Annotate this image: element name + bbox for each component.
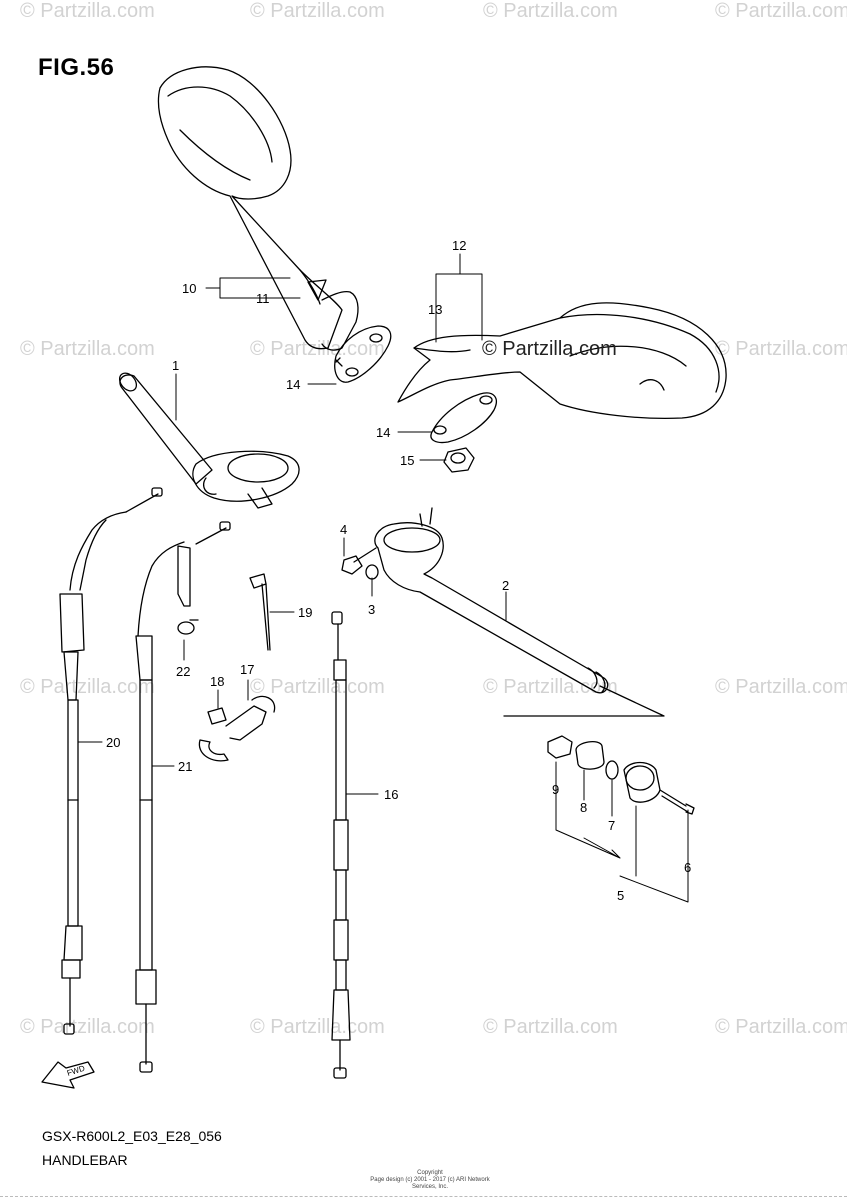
callout-7: 7	[608, 818, 615, 833]
right-mirror-icon	[397, 302, 727, 420]
callout-2: 2	[502, 578, 509, 593]
bottom-border	[0, 1196, 847, 1197]
left-mirror-icon	[157, 66, 359, 351]
footer-copyright: Copyright Page design (c) 2001 - 2017 (c…	[370, 1170, 490, 1190]
callout-15: 15	[400, 453, 414, 468]
callout-21: 21	[178, 759, 192, 774]
cable-bracket-icon	[198, 695, 276, 762]
callout-5: 5	[617, 888, 624, 903]
watermark-text: © Partzilla.com	[715, 0, 847, 22]
center-watermark: © Partzilla.com	[482, 338, 617, 360]
callout-9: 9	[552, 782, 559, 797]
callout-18: 18	[210, 674, 224, 689]
watermark-text: © Partzilla.com	[715, 338, 847, 360]
callout-20: 20	[106, 735, 120, 750]
bar-end-icon	[503, 685, 695, 815]
nut-icon	[443, 447, 475, 473]
forward-arrow-icon	[41, 1061, 95, 1089]
callout-14: 14	[376, 425, 390, 440]
figure-title: FIG.56	[38, 54, 115, 81]
callout-17: 17	[240, 662, 254, 677]
left-grip-icon	[118, 372, 300, 509]
watermark-text: © Partzilla.com	[20, 1016, 155, 1038]
watermark-text: © Partzilla.com	[483, 676, 618, 698]
watermark-text: © Partzilla.com	[20, 676, 155, 698]
callout-1: 1	[172, 358, 179, 373]
callout-22: 22	[176, 664, 190, 679]
mirror-bracket-icon	[430, 392, 497, 444]
cable-clamp-icon	[249, 573, 271, 651]
section-name: HANDLEBAR	[42, 1152, 128, 1168]
right-handlebar-icon	[374, 507, 609, 694]
washer-icon	[365, 564, 379, 580]
clutch-cable-icon	[331, 611, 351, 1079]
callout-11: 11	[256, 291, 270, 306]
watermark-text: © Partzilla.com	[250, 1016, 385, 1038]
callout-13: 13	[428, 302, 442, 317]
watermark-text: © Partzilla.com	[20, 0, 155, 22]
callout-16: 16	[384, 787, 398, 802]
watermark-text: © Partzilla.com	[715, 1016, 847, 1038]
model-code: GSX-R600L2_E03_E28_056	[42, 1128, 222, 1144]
watermark-text: © Partzilla.com	[250, 0, 385, 22]
screw-icon	[177, 619, 199, 635]
watermark-text: © Partzilla.com	[20, 338, 155, 360]
watermark-text: © Partzilla.com	[483, 0, 618, 22]
throttle-cable-icon	[135, 521, 231, 1073]
watermark-text: © Partzilla.com	[483, 1016, 618, 1038]
callout-10: 10	[182, 281, 196, 296]
callout-12: 12	[452, 238, 466, 253]
watermark-text: © Partzilla.com	[715, 676, 847, 698]
watermark-text: © Partzilla.com	[250, 676, 385, 698]
callout-8: 8	[580, 800, 587, 815]
callout-6: 6	[684, 860, 691, 875]
callout-19: 19	[298, 605, 312, 620]
callout-4: 4	[340, 522, 347, 537]
callout-3: 3	[368, 602, 375, 617]
mirror-bracket-icon	[334, 325, 392, 383]
callout-14: 14	[286, 377, 300, 392]
bolt-icon	[341, 547, 377, 575]
throttle-cable-icon	[59, 487, 163, 1035]
